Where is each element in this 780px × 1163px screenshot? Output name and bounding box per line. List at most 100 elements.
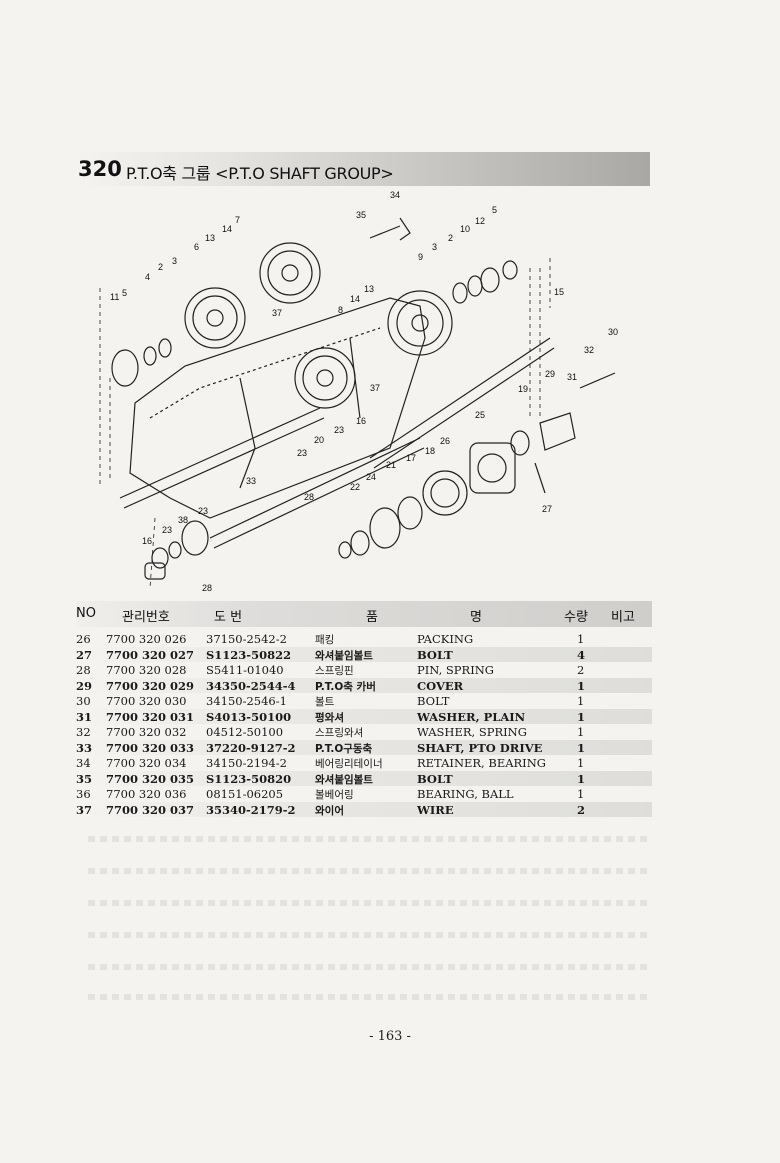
row-qty: 1 xyxy=(577,694,585,708)
row-qty: 2 xyxy=(577,802,586,817)
row-name-kr: 와셔붙임볼트 xyxy=(315,649,373,662)
row-management-no: 7700 320 034 xyxy=(106,756,187,770)
callout-labels: 34 35 5 12 10 2 3 9 7 14 13 6 2 3 4 5 11… xyxy=(110,190,618,593)
callout: 37 xyxy=(272,308,282,318)
row-no: 27 xyxy=(76,647,93,662)
exploded-parts-diagram: 34 35 5 12 10 2 3 9 7 14 13 6 2 3 4 5 11… xyxy=(90,188,650,600)
callout: 16 xyxy=(356,416,366,426)
callout: 15 xyxy=(554,287,564,297)
housing-outline xyxy=(129,297,426,519)
callout: 14 xyxy=(350,294,360,304)
row-name-kr: 평와셔 xyxy=(315,711,344,724)
row-part-no: S1123-50820 xyxy=(206,771,292,786)
row-qty: 1 xyxy=(577,787,585,801)
callout: 38 xyxy=(178,515,188,525)
row-part-no: 34150-2194-2 xyxy=(206,756,287,770)
header-management-no: 관리번호 xyxy=(122,610,170,625)
gear-left xyxy=(184,287,246,349)
table-row: 35 7700 320 035 S1123-50820 와셔붙임볼트 BOLT … xyxy=(76,770,652,786)
table-row: 27 7700 320 027 S1123-50822 와셔붙임볼트 BOLT … xyxy=(76,646,652,662)
row-name-en: PIN, SPRING xyxy=(417,663,494,677)
row-name-en: BOLT xyxy=(417,647,453,662)
section-title: P.T.O축 그룹 <P.T.O SHAFT GROUP> xyxy=(126,164,394,183)
pto-drive-shaft xyxy=(209,437,425,549)
header-remark: 비고 xyxy=(611,610,635,625)
callout: 30 xyxy=(608,327,618,337)
row-no: 29 xyxy=(76,678,93,693)
callout: 26 xyxy=(440,436,450,446)
callout: 35 xyxy=(356,210,366,220)
callout: 13 xyxy=(205,233,215,243)
row-name-en: BOLT xyxy=(417,694,450,708)
row-name-en: WIRE xyxy=(417,802,454,817)
callout: 3 xyxy=(432,242,437,252)
row-part-no: S4013-50100 xyxy=(206,709,292,724)
callout: 28 xyxy=(202,583,212,593)
row-qty: 1 xyxy=(577,771,586,786)
header-no: NO xyxy=(76,606,96,621)
row-management-no: 7700 320 037 xyxy=(106,802,195,817)
callout: 7 xyxy=(235,215,240,225)
row-qty: 1 xyxy=(577,709,586,724)
header-drawing-no: 도 번 xyxy=(214,610,243,625)
row-qty: 1 xyxy=(577,740,586,755)
callout: 25 xyxy=(475,410,485,420)
scan-noise-line xyxy=(88,900,648,906)
callout: 37 xyxy=(370,383,380,393)
row-name-kr: 볼트 xyxy=(315,696,335,708)
row-part-no: 08151-06205 xyxy=(206,787,284,801)
row-qty: 1 xyxy=(577,632,585,646)
table-row: 32 7700 320 032 04512-50100 스프링와셔 WASHER… xyxy=(76,724,652,740)
row-management-no: 7700 320 026 xyxy=(106,632,187,646)
row-name-en: BEARING, BALL xyxy=(417,787,514,801)
row-part-no: S1123-50822 xyxy=(206,647,292,662)
callout: 18 xyxy=(425,446,435,456)
row-name-kr: P.T.O축 카버 xyxy=(315,680,376,693)
table-row: 37 7700 320 037 35340-2179-2 와이어 WIRE 2 xyxy=(76,801,652,817)
row-no: 32 xyxy=(76,725,91,739)
row-name-en: WASHER, PLAIN xyxy=(417,709,526,724)
callout: 4 xyxy=(145,272,150,282)
row-qty: 1 xyxy=(577,725,585,739)
table-row: 31 7700 320 031 S4013-50100 평와셔 WASHER, … xyxy=(76,708,652,724)
row-qty: 4 xyxy=(577,647,586,662)
row-name-kr: 와셔붙임볼트 xyxy=(315,773,373,786)
packing xyxy=(422,470,468,516)
row-name-en: WASHER, SPRING xyxy=(417,725,527,739)
row-no: 37 xyxy=(76,802,93,817)
callout: 23 xyxy=(334,425,344,435)
section-number: 320 xyxy=(78,157,122,181)
callout: 3 xyxy=(172,256,177,266)
row-name-en: SHAFT, PTO DRIVE xyxy=(417,740,543,755)
gear-top xyxy=(259,242,321,304)
section-header-bar xyxy=(76,152,650,186)
table-row: 26 7700 320 026 37150-2542-2 패킹 PACKING … xyxy=(76,631,652,647)
row-name-kr: 볼베어링 xyxy=(315,789,354,801)
gear-right xyxy=(387,290,453,356)
row-part-no: 35340-2179-2 xyxy=(206,802,296,817)
scan-noise-line xyxy=(88,836,648,842)
scan-noise-line xyxy=(88,994,648,1000)
row-part-no: 37150-2542-2 xyxy=(206,632,287,646)
row-name-kr: 패킹 xyxy=(315,634,335,646)
header-qty: 수량 xyxy=(564,610,588,625)
row-part-no: 04512-50100 xyxy=(206,725,284,739)
callout: 14 xyxy=(222,224,232,234)
row-management-no: 7700 320 029 xyxy=(106,678,195,693)
row-management-no: 7700 320 031 xyxy=(106,709,195,724)
row-no: 31 xyxy=(76,709,93,724)
parts-table-body: 26 7700 320 026 37150-2542-2 패킹 PACKING … xyxy=(76,631,652,817)
callout: 6 xyxy=(194,242,199,252)
row-management-no: 7700 320 035 xyxy=(106,771,195,786)
table-row: 36 7700 320 036 08151-06205 볼베어링 BEARING… xyxy=(76,786,652,802)
row-qty: 2 xyxy=(577,663,585,677)
callout: 9 xyxy=(418,252,423,262)
row-no: 36 xyxy=(76,787,91,801)
row-no: 30 xyxy=(76,694,91,708)
parts-table-header: NO 관리번호 도 번 품 명 수량 비고 xyxy=(76,601,652,627)
callout: 13 xyxy=(364,284,374,294)
callout: 21 xyxy=(386,460,396,470)
callout: 32 xyxy=(584,345,594,355)
header-name-en: 명 xyxy=(470,610,482,625)
callout: 23 xyxy=(162,525,172,535)
